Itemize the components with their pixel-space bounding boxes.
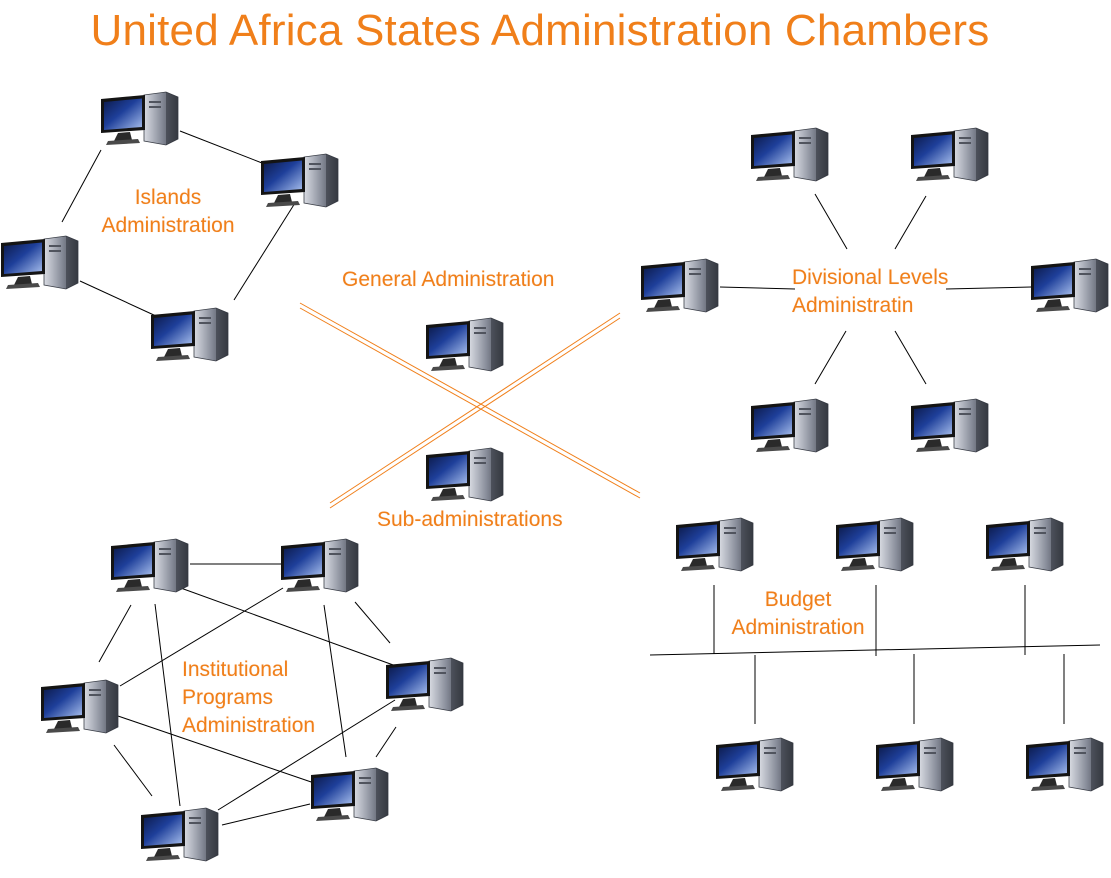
institutional-links bbox=[98, 563, 397, 826]
link bbox=[329, 312, 621, 504]
desktop-computer-icon bbox=[425, 315, 505, 379]
desktop-computer-icon bbox=[310, 765, 390, 829]
general-administration-label: General Administration bbox=[342, 268, 555, 291]
desktop-computer-icon bbox=[260, 151, 340, 215]
link bbox=[79, 280, 157, 317]
link bbox=[375, 726, 397, 758]
desktop-computer-icon bbox=[140, 805, 220, 869]
institutional-programs-label: Institutional Programs Administration bbox=[182, 658, 316, 737]
desktop-computer-icon bbox=[1030, 256, 1110, 320]
link bbox=[217, 699, 396, 811]
desktop-computer-icon bbox=[640, 256, 720, 320]
link bbox=[179, 130, 263, 164]
link bbox=[719, 286, 796, 290]
budget-links bbox=[649, 585, 1101, 724]
link bbox=[61, 149, 102, 223]
diagram-title: United Africa States Administration Cham… bbox=[90, 6, 990, 55]
sub-administrations-label: Sub-administrations bbox=[377, 508, 563, 531]
divisional-levels-label: Divisional Levels Administratin bbox=[792, 266, 949, 317]
link bbox=[323, 604, 347, 758]
desktop-computer-icon bbox=[1025, 735, 1105, 799]
islands-administration-label: Islands Administration bbox=[101, 186, 235, 237]
link bbox=[354, 601, 391, 644]
link bbox=[329, 317, 621, 509]
link bbox=[945, 286, 1032, 290]
islands-links bbox=[61, 130, 296, 317]
divisional-links bbox=[719, 193, 1032, 385]
desktop-computer-icon bbox=[750, 125, 830, 189]
link bbox=[177, 586, 397, 667]
desktop-computer-icon bbox=[715, 735, 795, 799]
link bbox=[894, 195, 927, 250]
link bbox=[119, 587, 284, 687]
link bbox=[814, 193, 848, 250]
link bbox=[154, 603, 181, 807]
link bbox=[299, 307, 641, 499]
link bbox=[117, 715, 321, 786]
desktop-computer-icon bbox=[425, 445, 505, 509]
desktop-computer-icon bbox=[985, 515, 1065, 579]
link bbox=[113, 744, 153, 797]
desktop-computer-icon bbox=[280, 536, 360, 600]
desktop-computer-icon bbox=[910, 396, 990, 460]
desktop-computer-icon bbox=[150, 305, 230, 369]
desktop-computer-icon bbox=[110, 536, 190, 600]
link bbox=[98, 604, 132, 663]
budget-administration-label: Budget Administration bbox=[731, 588, 865, 639]
link bbox=[221, 803, 311, 826]
link bbox=[233, 202, 296, 301]
desktop-computer-icon bbox=[750, 396, 830, 460]
desktop-computer-icon bbox=[100, 89, 180, 153]
desktop-computer-icon bbox=[910, 125, 990, 189]
desktop-computer-icon bbox=[40, 677, 120, 741]
desktop-computer-icon bbox=[385, 655, 465, 719]
desktop-computer-icon bbox=[835, 515, 915, 579]
desktop-computer-icon bbox=[675, 515, 755, 579]
general-sub-cross bbox=[299, 302, 641, 509]
link bbox=[299, 302, 641, 494]
bus-line bbox=[649, 644, 1101, 656]
link bbox=[894, 330, 927, 385]
link bbox=[814, 330, 847, 385]
desktop-computer-icon bbox=[875, 735, 955, 799]
desktop-computer-icon bbox=[0, 233, 80, 297]
